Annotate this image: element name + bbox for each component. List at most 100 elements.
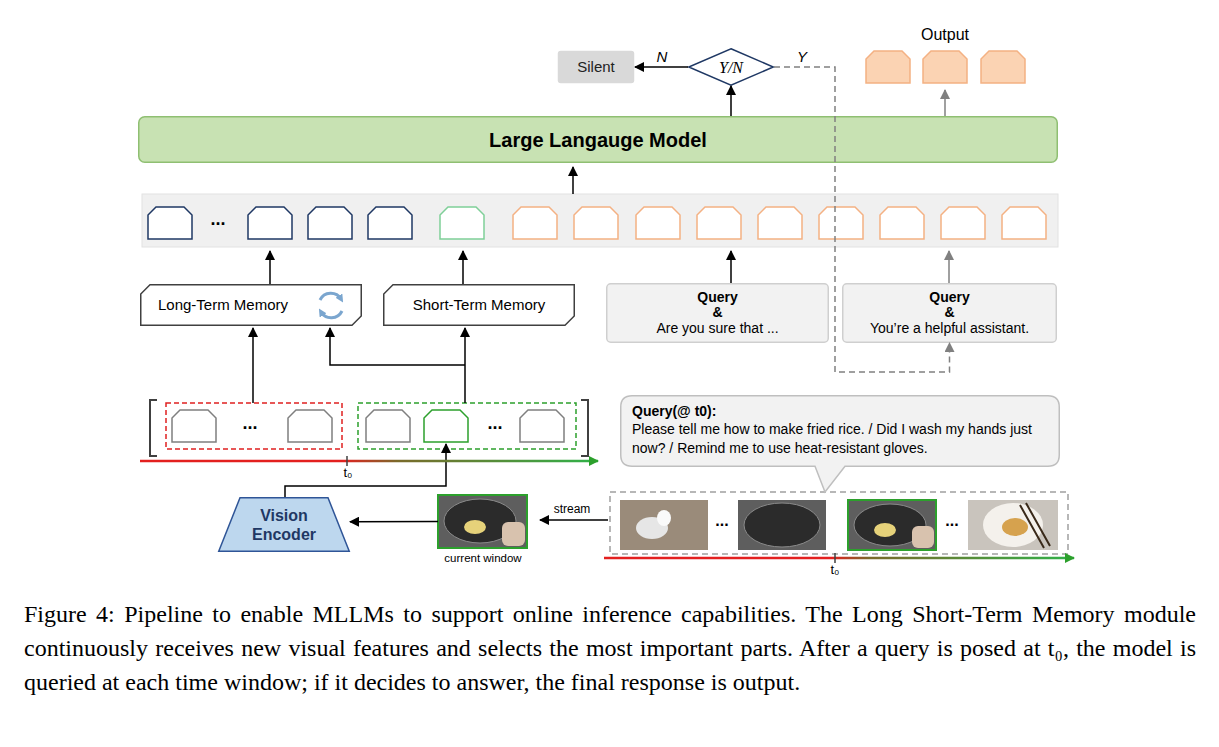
node-text: Large Langauge Model [489, 128, 707, 152]
node-text-box: Vision Encoder [218, 497, 350, 552]
node-shape [558, 51, 635, 84]
memory-box: Long-Term Memory [140, 284, 362, 326]
node-text-box: Query &You’re a helpful assistant. [842, 283, 1057, 343]
video-frame [848, 500, 936, 550]
node-text-box: Long-Term Memory [140, 284, 362, 326]
bracket [581, 400, 588, 456]
llm-box: Large Langauge Model [138, 116, 1058, 163]
node-shape [139, 117, 1058, 163]
output-label: Output [921, 26, 969, 44]
figure-caption: Figure 4: Pipeline to enable MLLMs to su… [24, 597, 1196, 699]
node-outline [218, 497, 350, 552]
memory-token [308, 207, 352, 239]
memory-feed [252, 328, 254, 403]
ellipsis: ... [487, 413, 502, 434]
node-text: Are you sure that ... [656, 320, 778, 337]
node-text: Query & [926, 290, 974, 320]
query-token [513, 207, 557, 239]
timeline [140, 460, 598, 463]
connector [350, 521, 438, 523]
node-text: current window [444, 552, 521, 565]
node-text-box: Short-Term Memory [383, 284, 575, 326]
stream-label: stream [554, 502, 591, 516]
node-shape [607, 284, 829, 343]
node-text: Y/N [719, 58, 743, 77]
short-group [358, 403, 576, 449]
connector [730, 86, 732, 116]
node-text-box: current window [438, 495, 528, 565]
band-arrow [572, 167, 574, 194]
timeline [604, 557, 1074, 560]
node-text-box: Query &Are you sure that ... [606, 283, 829, 343]
output-token [923, 51, 967, 83]
node-text: Long-Term Memory [158, 296, 288, 314]
feature-token [172, 410, 216, 442]
node-text-box: Query(@ t0):Please tell me how to make f… [620, 395, 1060, 467]
edge-label: Y [797, 48, 807, 65]
memory-token [368, 207, 412, 239]
memory-box: Short-Term Memory [383, 284, 575, 326]
token-band [142, 194, 1058, 247]
query-token [941, 207, 985, 239]
feature-token [366, 410, 410, 442]
recycle-icon [321, 311, 342, 318]
edge-label: N [657, 48, 668, 65]
recycle-icon [320, 293, 341, 300]
memory-arrow [269, 251, 271, 284]
node-shape [621, 396, 1060, 492]
query-token [574, 207, 618, 239]
node-text: Silent [577, 58, 615, 76]
node-text: Query(@ t0): [632, 402, 716, 420]
query-box: Query &You’re a helpful assistant. [842, 283, 1057, 343]
video-strip [610, 492, 1068, 554]
node-shape [141, 285, 362, 326]
query-token [697, 207, 741, 239]
node-shape [689, 49, 774, 86]
node-text: Short-Term Memory [413, 296, 546, 314]
bracket [150, 400, 157, 456]
decision-diamond: Y/N [688, 48, 774, 86]
node-text: Please tell me how to make fried rice. /… [632, 420, 1048, 458]
node-text-box: Y/N [688, 48, 774, 86]
memory-token [148, 207, 192, 239]
node-text-box: Silent [557, 50, 635, 84]
video-frame [738, 500, 826, 550]
long-group [166, 403, 342, 449]
node-text-box: Large Langauge Model [138, 116, 1058, 163]
query-callout: Query(@ t0):Please tell me how to make f… [620, 395, 1060, 467]
video-frame [620, 500, 708, 550]
node-text: Vision Encoder [246, 506, 322, 544]
node-shape [843, 284, 1057, 343]
query-token [819, 207, 863, 239]
connector [774, 67, 950, 372]
query-arrow [730, 251, 732, 283]
node-shape [219, 498, 350, 552]
memory-arrow [462, 251, 464, 284]
silent-box: Silent [557, 50, 635, 84]
output-token [866, 51, 910, 83]
memory-token [248, 207, 292, 239]
ellipsis: ... [242, 413, 257, 434]
feature-token [424, 410, 468, 442]
video-frame [968, 500, 1058, 550]
output-token [981, 51, 1025, 83]
current-frame [438, 495, 527, 548]
current-window: current window [438, 495, 528, 565]
query-token [636, 207, 680, 239]
encoder-box: Vision Encoder [218, 497, 350, 552]
node-text: Query & [694, 290, 742, 320]
memory-feed [330, 328, 465, 365]
ellipsis: ... [945, 512, 958, 530]
output-arrow [944, 90, 946, 116]
stream-arrow [540, 519, 608, 521]
feature-token [520, 410, 564, 442]
query-token [1002, 207, 1046, 239]
time-label: t₀ [830, 562, 839, 577]
encoder-feed [285, 444, 446, 497]
ellipsis: ... [210, 209, 225, 230]
feature-token [288, 410, 332, 442]
query-box: Query &Are you sure that ... [606, 283, 829, 343]
query-token [758, 207, 802, 239]
